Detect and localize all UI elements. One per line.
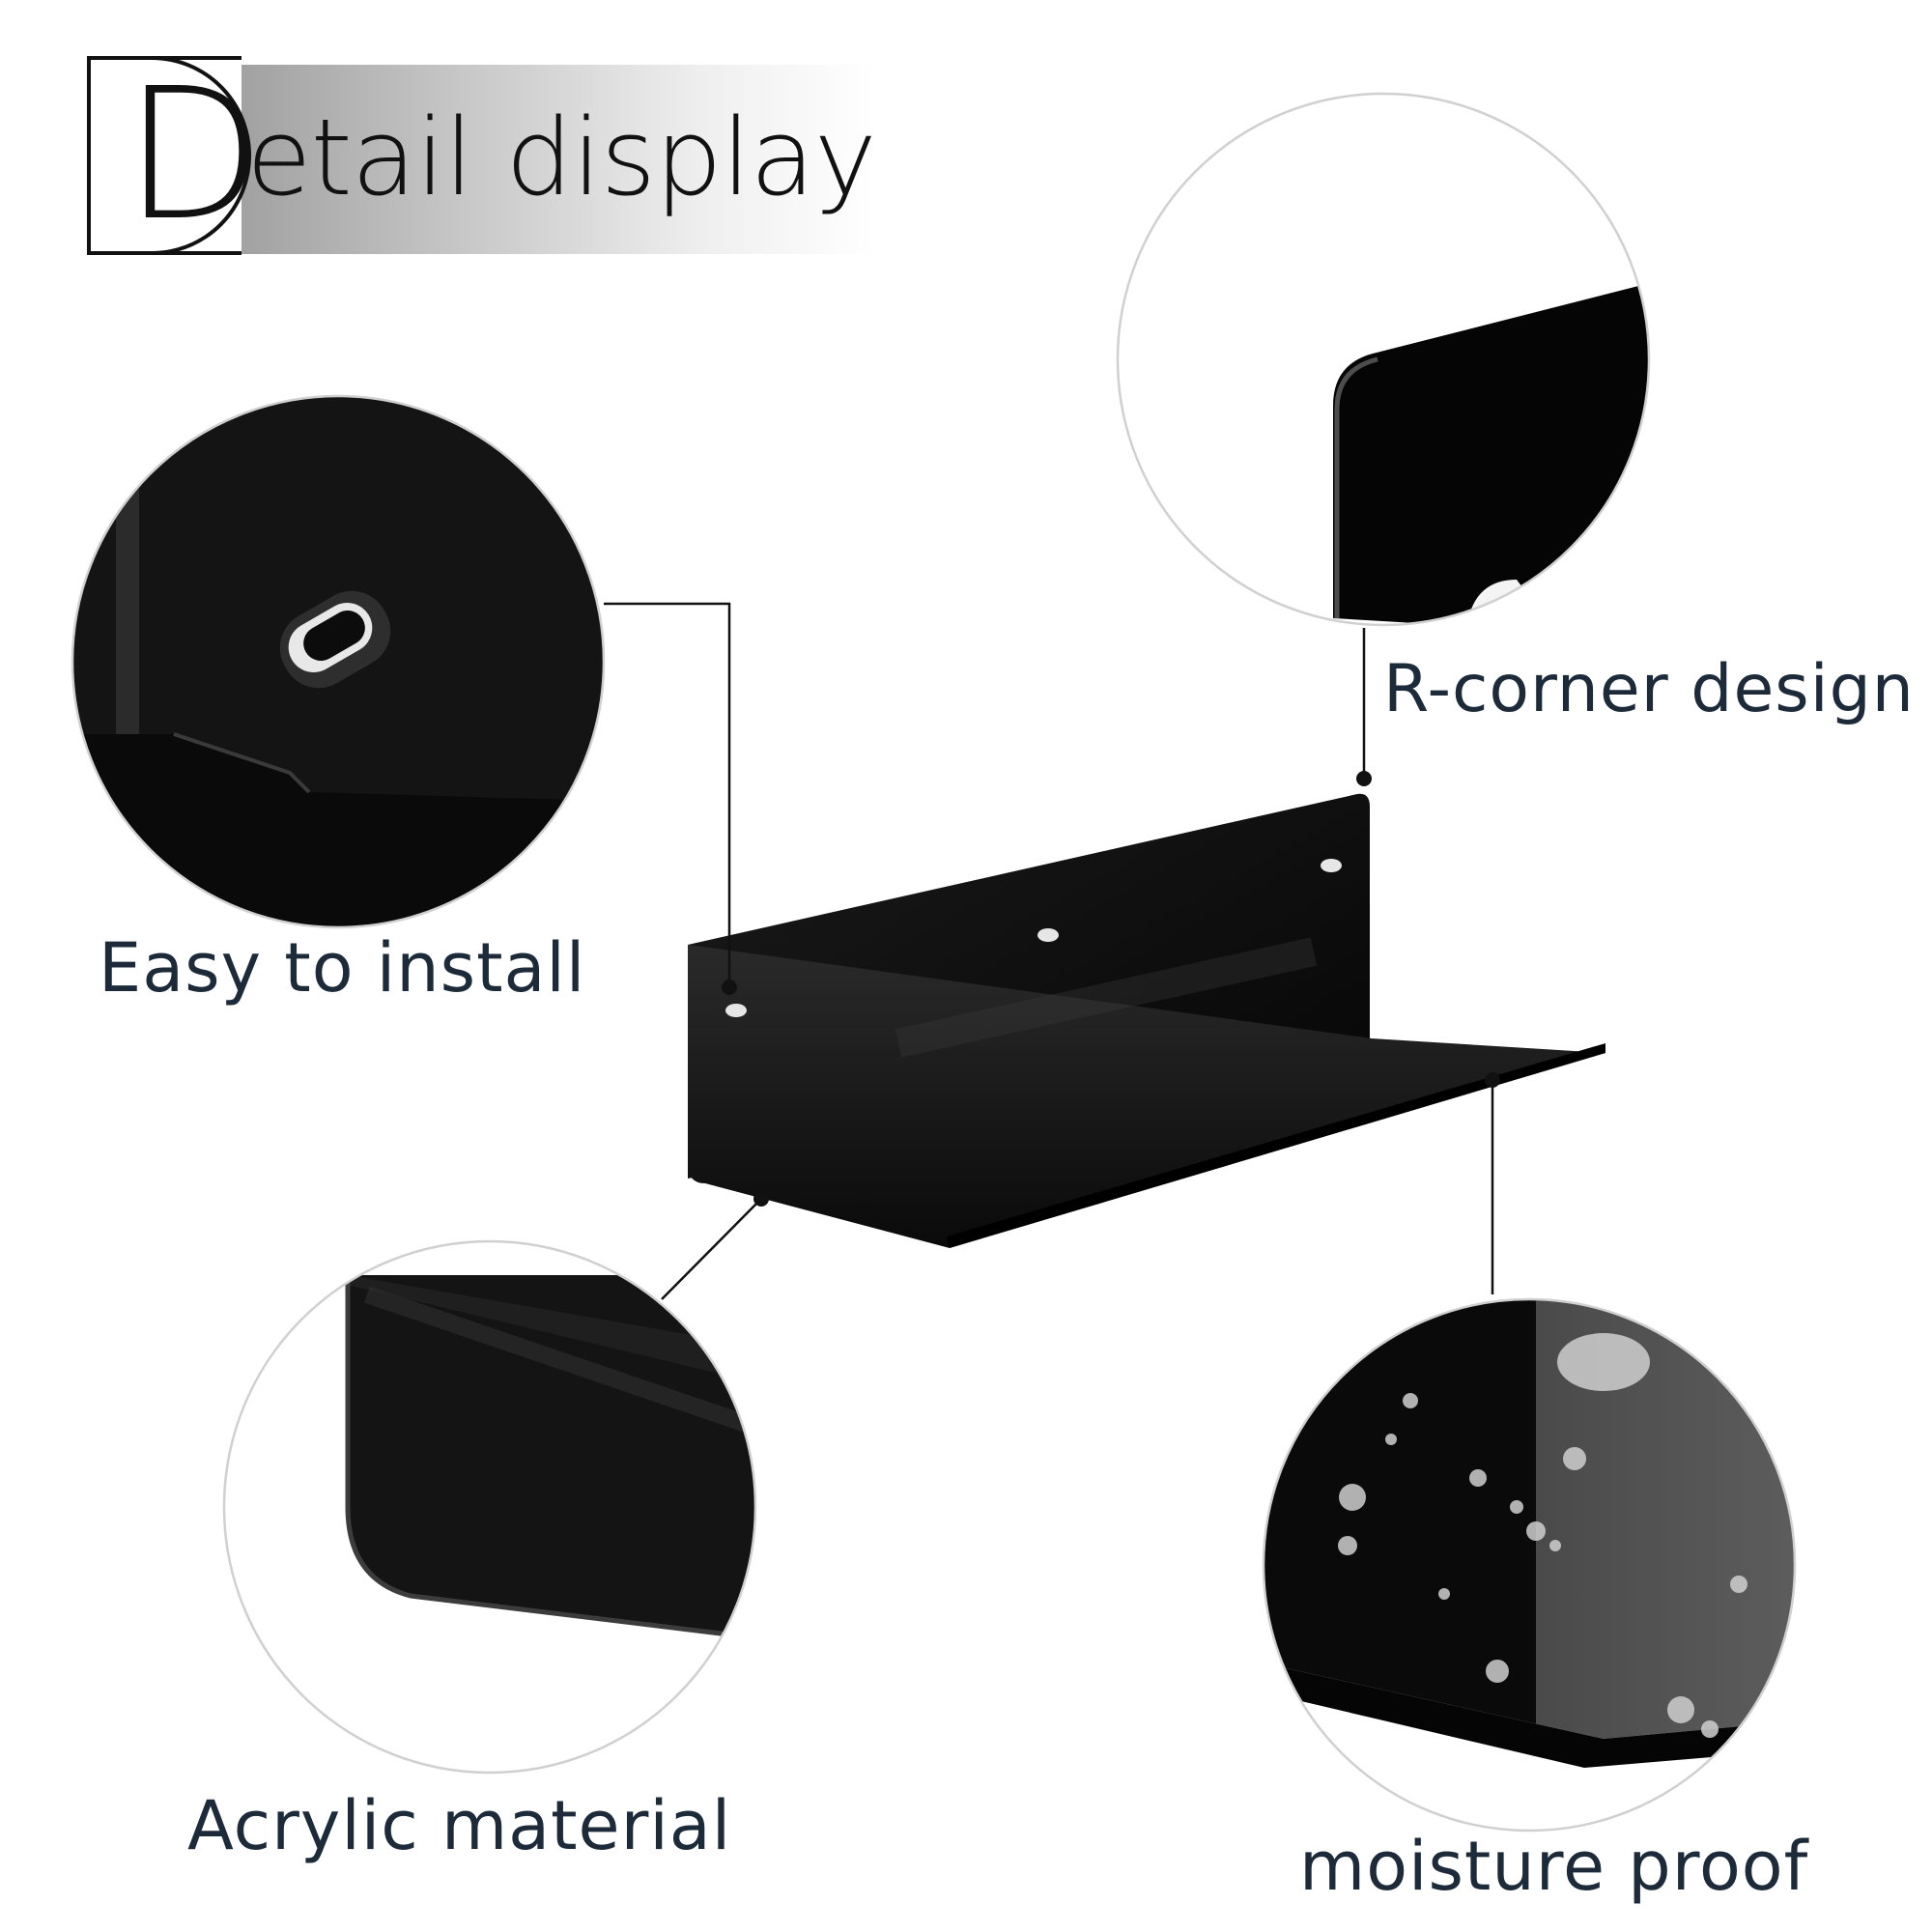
- header-gradient-band: [198, 65, 874, 254]
- page-title: etail display: [246, 96, 877, 219]
- caption-moisture-proof: moisture proof: [1299, 1827, 1809, 1906]
- leader-lines: [604, 602, 1494, 1300]
- mounting-hole-icon: [279, 590, 391, 689]
- detail-circle-moisture: [1262, 1297, 1797, 1833]
- caption-r-corner-design: R-corner design: [1383, 651, 1915, 727]
- caption-easy-to-install: Easy to install: [99, 928, 586, 1008]
- caption-acrylic-material: Acrylic material: [187, 1786, 732, 1865]
- detail-circle-acrylic: [222, 1239, 757, 1775]
- detail-circle-r-corner: [1116, 92, 1651, 627]
- screw-hole-icon: [725, 859, 1342, 1017]
- water-drops-icon: [1338, 1333, 1747, 1738]
- detail-circle-install: [71, 394, 606, 929]
- leader-dots: [722, 771, 1500, 1207]
- shelf-product: [688, 793, 1605, 1248]
